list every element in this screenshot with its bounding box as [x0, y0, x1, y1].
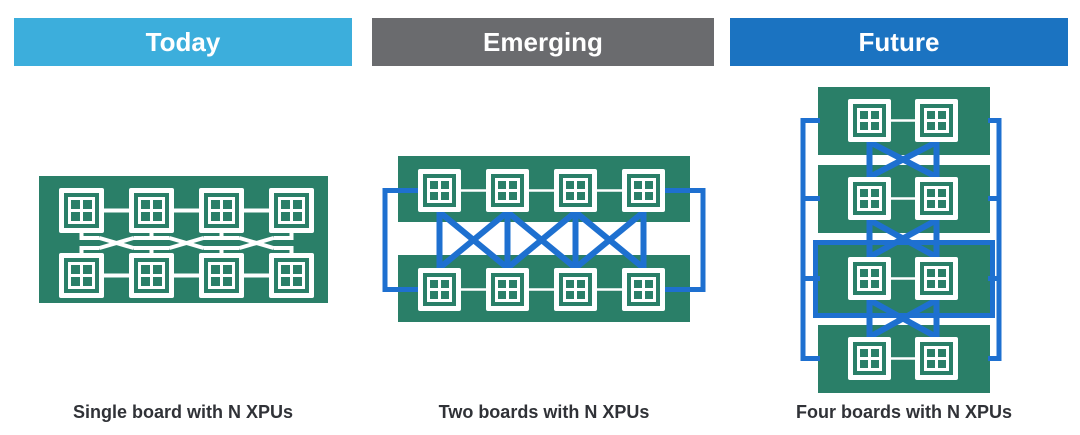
- xpu-chip-icon: [269, 188, 314, 233]
- xpu-chip-icon: [915, 257, 958, 300]
- xpu-chip-icon: [554, 268, 597, 311]
- xpu-chip-icon: [486, 169, 529, 212]
- xpu-chip-icon: [915, 337, 958, 380]
- caption-single-board: Single board with N XPUs: [72, 402, 294, 422]
- header-future: Future: [730, 18, 1068, 66]
- caption-four-boards: Four boards with N XPUs: [795, 402, 1013, 422]
- xpu-chip-icon: [915, 99, 958, 142]
- header-emerging: Emerging: [372, 18, 714, 66]
- xpu-chip-icon: [915, 177, 958, 220]
- xpu-chip-icon: [848, 177, 891, 220]
- xpu-chip-icon: [59, 253, 104, 298]
- xpu-chip-icon: [129, 188, 174, 233]
- xpu-chip-icon: [848, 337, 891, 380]
- xpu-chip-icon: [418, 169, 461, 212]
- xpu-chip-icon: [199, 188, 244, 233]
- xpu-chip-icon: [622, 268, 665, 311]
- xpu-chip-icon: [129, 253, 174, 298]
- xpu-chip-icon: [848, 257, 891, 300]
- xpu-chip-icon: [486, 268, 529, 311]
- caption-two-boards: Two boards with N XPUs: [438, 402, 650, 422]
- xpu-chip-icon: [554, 169, 597, 212]
- xpu-chip-icon: [59, 188, 104, 233]
- xpu-chip-icon: [848, 99, 891, 142]
- xpu-chip-icon: [622, 169, 665, 212]
- highlighted-board-outline: [813, 240, 995, 318]
- header-today: Today: [14, 18, 352, 66]
- xpu-chip-icon: [418, 268, 461, 311]
- xpu-chip-icon: [199, 253, 244, 298]
- xpu-chip-icon: [269, 253, 314, 298]
